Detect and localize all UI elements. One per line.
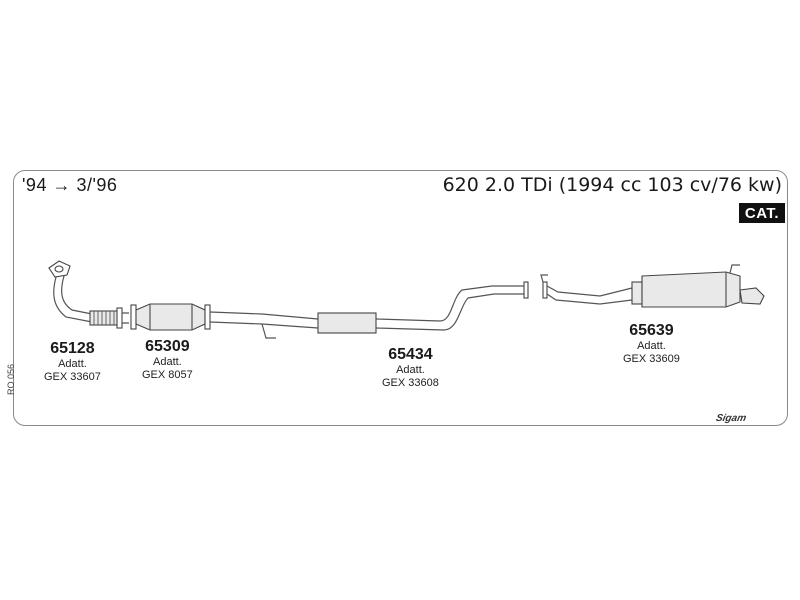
flange-hole xyxy=(54,265,64,273)
silencer-hanger xyxy=(729,264,740,274)
tailpipe xyxy=(739,287,765,305)
rear-pipe-flange xyxy=(542,281,548,299)
part-ref: GEX 33609 xyxy=(623,353,680,366)
part-65639: 65639 Adatt. GEX 33609 xyxy=(623,322,680,366)
rear-pipe-lower xyxy=(546,293,633,305)
cat-inlet-flange xyxy=(130,304,137,330)
model-title: 620 2.0 TDi (1994 cc 103 cv/76 kw) xyxy=(442,174,782,196)
front-pipe xyxy=(48,260,129,329)
middle-pipe-upper xyxy=(209,311,319,320)
part-ref: GEX 33608 xyxy=(382,377,439,390)
part-note: Adatt. xyxy=(637,340,666,353)
hanger-bracket xyxy=(261,323,276,339)
part-ref: GEX 8057 xyxy=(142,369,193,382)
middle-pipe-rear-upper xyxy=(375,285,524,322)
part-65309: 65309 Adatt. GEX 8057 xyxy=(142,338,193,382)
rear-silencer-box xyxy=(641,271,741,308)
part-number: 65309 xyxy=(145,338,190,355)
middle-pipe-end-flange xyxy=(523,281,529,299)
rear-silencer-assembly xyxy=(540,264,765,308)
cat-badge: CAT. xyxy=(739,203,785,223)
rear-pipe-upper xyxy=(546,285,633,297)
pipe-stub xyxy=(122,312,129,324)
front-pipe-inner xyxy=(61,275,93,315)
front-pipe-outer xyxy=(53,276,93,323)
part-ref: GEX 33607 xyxy=(44,371,101,384)
brand-logo: Sigam xyxy=(714,413,748,424)
part-number: 65639 xyxy=(629,322,674,339)
silencer-inlet-cone xyxy=(631,281,643,305)
part-65434: 65434 Adatt. GEX 33608 xyxy=(382,346,439,390)
flex-joint-coils xyxy=(93,311,115,325)
catalytic-converter xyxy=(130,303,211,331)
part-number: 65128 xyxy=(50,340,95,357)
part-note: Adatt. xyxy=(396,364,425,377)
cat-outlet-flange xyxy=(204,304,211,330)
part-note: Adatt. xyxy=(153,356,182,369)
part-number: 65434 xyxy=(388,346,433,363)
middle-pipe xyxy=(209,281,529,339)
part-note: Adatt. xyxy=(58,358,87,371)
middle-silencer xyxy=(317,312,377,334)
cat-body xyxy=(135,303,206,331)
middle-pipe-lower xyxy=(209,321,319,329)
part-65128: 65128 Adatt. GEX 33607 xyxy=(44,340,101,384)
cat-seams xyxy=(149,304,193,330)
diagram-frame xyxy=(13,170,788,426)
side-reference-code: RO 056 xyxy=(6,363,16,395)
middle-pipe-rear-lower xyxy=(375,293,524,331)
rear-hanger xyxy=(540,274,548,283)
date-range: '94 → 3/'96 xyxy=(22,175,118,195)
pipe-flange xyxy=(116,307,123,329)
